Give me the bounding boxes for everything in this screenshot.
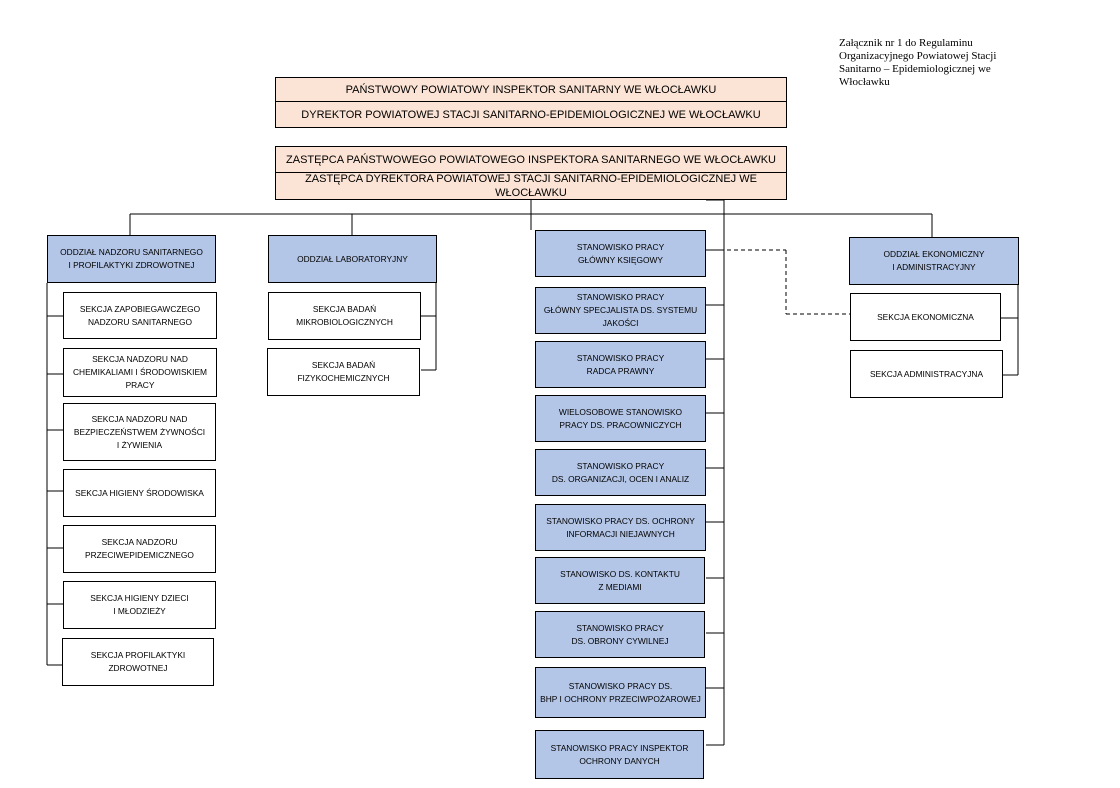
dept-econ-title: ODDZIAŁ EKONOMICZNY I ADMINISTRACYJNY (849, 237, 1019, 285)
position-data-protection: STANOWISKO PRACY INSPEKTOR OCHRONY DANYC… (535, 730, 704, 779)
section-environmental-hygiene: SEKCJA HIGIENY ŚRODOWISKA (63, 469, 216, 517)
section-preventive-supervision: SEKCJA ZAPOBIEGAWCZEGO NADZORU SANITARNE… (63, 292, 217, 339)
section-anti-epidemic: SEKCJA NADZORU PRZECIWEPIDEMICZNEGO (63, 525, 216, 573)
position-legal-counsel: STANOWISKO PRACY RADCA PRAWNY (535, 341, 706, 388)
section-chemicals-environment: SEKCJA NADZORU NAD CHEMIKALIAMI I ŚRODOW… (63, 348, 217, 397)
position-classified-info: STANOWISKO PRACY DS. OCHRONY INFORMACJI … (535, 504, 706, 551)
position-civil-defense: STANOWISKO PRACY DS. OBRONY CYWILNEJ (535, 611, 705, 658)
section-health-prevention: SEKCJA PROFILAKTYKI ZDROWOTNEJ (62, 638, 214, 686)
dept-sanitary-title: ODDZIAŁ NADZORU SANITARNEGO I PROFILAKTY… (47, 235, 216, 283)
director-box: DYREKTOR POWIATOWEJ STACJI SANITARNO-EPI… (275, 101, 787, 128)
position-chief-accountant: STANOWISKO PRACY GŁÓWNY KSIĘGOWY (535, 230, 706, 277)
section-food-safety: SEKCJA NADZORU NAD BEZPIECZEŃSTWEM ŻYWNO… (63, 403, 216, 461)
deputy-director-box: ZASTĘPCA DYREKTORA POWIATOWEJ STACJI SAN… (275, 172, 787, 200)
dept-lab-title: ODDZIAŁ LABORATORYJNY (268, 235, 437, 283)
position-bhp-fire: STANOWISKO PRACY DS. BHP I OCHRONY PRZEC… (535, 667, 706, 718)
section-physicochemical: SEKCJA BADAŃ FIZYKOCHEMICZNYCH (267, 348, 420, 396)
position-hr: WIELOSOBOWE STANOWISKO PRACY DS. PRACOWN… (535, 395, 706, 442)
position-organization-analysis: STANOWISKO PRACY DS. ORGANIZACJI, OCEN I… (535, 449, 706, 496)
section-administrative: SEKCJA ADMINISTRACYJNA (850, 350, 1003, 398)
annex-note: Załącznik nr 1 do Regulaminu Organizacyj… (839, 37, 997, 88)
position-media-contact: STANOWISKO DS. KONTAKTU Z MEDIAMI (535, 557, 705, 604)
inspector-box: PAŃSTWOWY POWIATOWY INSPEKTOR SANITARNY … (275, 77, 787, 102)
position-quality-specialist: STANOWISKO PRACY GŁÓWNY SPECJALISTA DS. … (535, 287, 706, 334)
deputy-inspector-box: ZASTĘPCA PAŃSTWOWEGO POWIATOWEGO INSPEKT… (275, 146, 787, 173)
section-microbiology: SEKCJA BADAŃ MIKROBIOLOGICZNYCH (268, 292, 421, 340)
section-economic: SEKCJA EKONOMICZNA (850, 293, 1001, 341)
section-child-hygiene: SEKCJA HIGIENY DZIECI I MŁODZIEŻY (63, 581, 216, 629)
